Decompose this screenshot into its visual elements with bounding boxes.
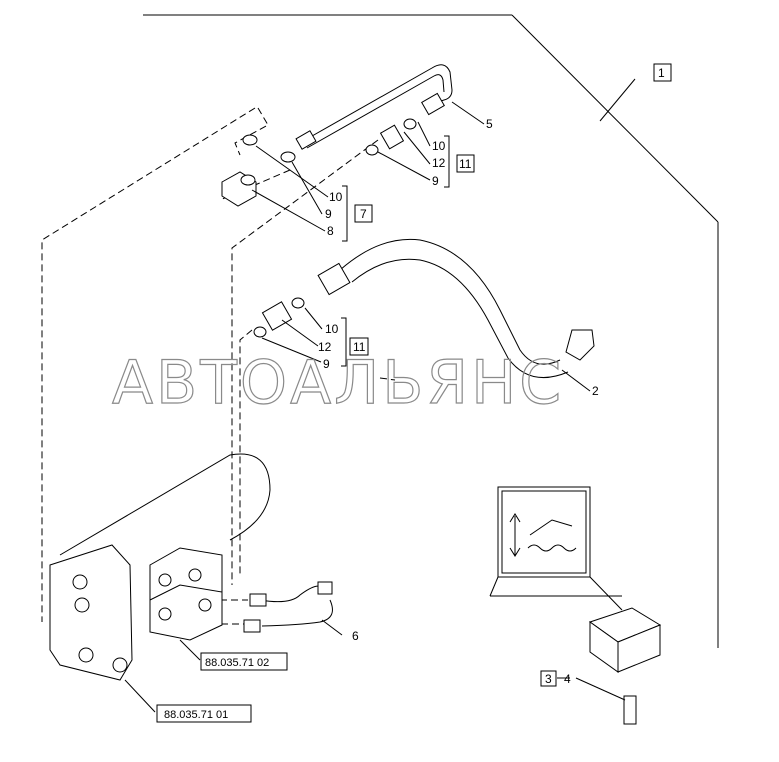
callout-12-top-right: 12 [432, 156, 446, 170]
valve-block [59, 453, 271, 641]
callout-box-11-middle [349, 337, 369, 356]
callout-12-middle: 12 [318, 340, 332, 354]
callout-box-1 [653, 63, 672, 82]
callout-11-top: 11 [459, 157, 472, 171]
callout-8: 8 [327, 224, 334, 238]
frame-lines [143, 14, 719, 648]
mounting-bracket [49, 544, 156, 713]
callout-10-top-right: 10 [432, 139, 446, 153]
watermark: АВТОАЛЬЯНС [112, 348, 564, 418]
callout-4: 4 [564, 672, 571, 686]
switch-assembly [489, 486, 662, 725]
wiring-harness [243, 581, 343, 636]
callout-box-11-top [456, 154, 475, 173]
callout-10-left: 10 [329, 190, 343, 204]
group-brackets [341, 135, 450, 367]
callouts: 1 2 3 4 5 6 10 12 9 11 10 9 7 8 10 12 9 … [156, 63, 672, 723]
callout-box-3 [540, 670, 557, 687]
callout-5: 5 [486, 117, 493, 131]
reference-box-valve [200, 652, 288, 671]
rigid-pipe [295, 64, 453, 150]
reference-valve: 88.035.71 02 [205, 657, 269, 669]
callout-1: 1 [658, 66, 665, 80]
callout-2: 2 [592, 384, 599, 398]
fitting-right-top [365, 118, 417, 156]
callout-7: 7 [360, 207, 367, 221]
reference-bracket: 88.035.71 01 [164, 709, 228, 721]
callout-9-top-right: 9 [432, 174, 439, 188]
callout-box-7 [354, 204, 373, 223]
reference-box-bracket [156, 704, 252, 723]
callout-10-middle: 10 [325, 322, 339, 336]
flexible-hose [317, 238, 595, 379]
callout-9-middle: 9 [323, 357, 330, 371]
callout-6: 6 [352, 629, 359, 643]
fitting-middle [253, 297, 305, 338]
callout-11-middle: 11 [353, 340, 366, 354]
fitting-left [221, 134, 296, 207]
callout-9-left: 9 [325, 207, 332, 221]
callout-3: 3 [545, 672, 552, 686]
leader-lines [179, 101, 591, 679]
